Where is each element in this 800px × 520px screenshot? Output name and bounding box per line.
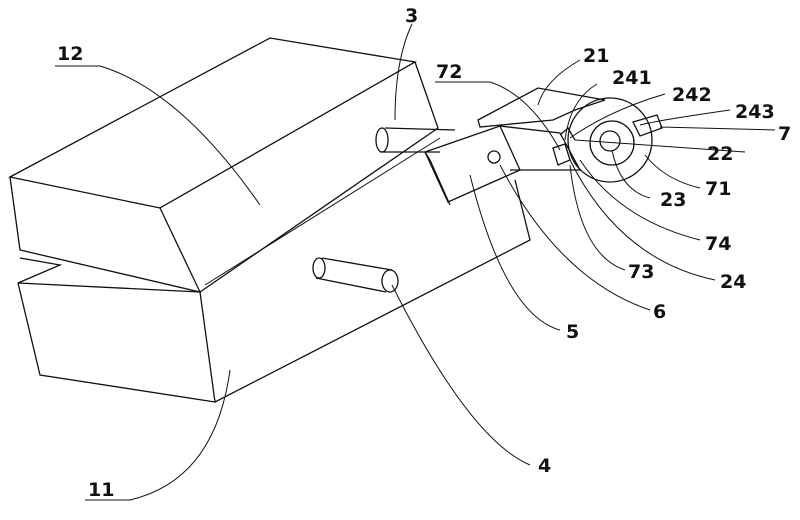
rod-4 <box>312 257 399 293</box>
label-71: 71 <box>705 178 731 200</box>
label-23: 23 <box>660 189 686 211</box>
label-24: 24 <box>720 271 746 293</box>
label-11: 11 <box>88 479 114 501</box>
label-4: 4 <box>538 455 551 477</box>
plate-5 <box>424 125 521 206</box>
upper-block <box>8 37 441 293</box>
label-74: 74 <box>705 233 731 255</box>
label-73: 73 <box>628 261 654 283</box>
lower-block <box>17 179 531 403</box>
label-6: 6 <box>653 301 666 323</box>
label-5: 5 <box>566 321 579 343</box>
label-3: 3 <box>405 5 418 27</box>
leader-lines <box>55 23 776 501</box>
label-12: 12 <box>57 43 83 65</box>
label-22: 22 <box>707 143 733 165</box>
arm-21 <box>477 87 606 171</box>
rod-3 <box>375 127 456 153</box>
label-7: 7 <box>778 123 791 145</box>
label-242: 242 <box>672 84 712 106</box>
label-243: 243 <box>735 101 775 123</box>
label-241: 241 <box>612 67 652 89</box>
label-21: 21 <box>583 45 609 67</box>
label-72: 72 <box>436 61 462 83</box>
